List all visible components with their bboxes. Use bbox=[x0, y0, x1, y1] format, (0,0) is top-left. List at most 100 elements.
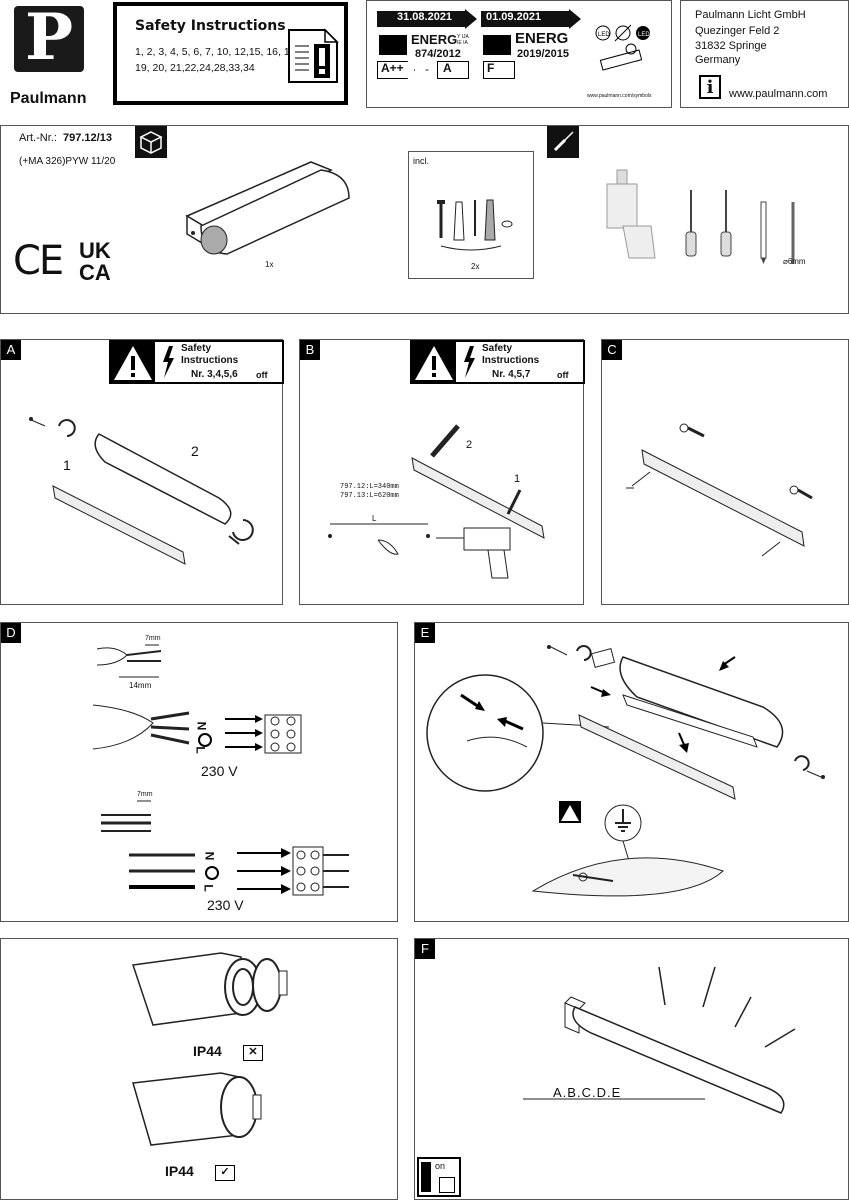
panel-a-label: A bbox=[1, 340, 21, 360]
panel-a-safety-box: Safety Instructions Nr. 3,4,5,6 off bbox=[109, 340, 284, 384]
class-box-f bbox=[483, 61, 515, 79]
panel-f-label: F bbox=[415, 939, 435, 959]
panel-f-illustration bbox=[523, 966, 796, 1114]
led-symbols-icon: LED LED bbox=[595, 24, 650, 71]
allowed-icon: ✓ bbox=[215, 1165, 235, 1181]
svg-text:2: 2 bbox=[191, 443, 199, 459]
panel-b-off: off bbox=[557, 370, 569, 380]
energy-label-box: 31.08.2021 01.09.2021 ENERG Y IJA IE IA … bbox=[366, 0, 672, 108]
panel-a-illustration: 1 2 bbox=[28, 417, 254, 565]
wires-bottom-icon bbox=[129, 853, 195, 889]
screwdriver-icon bbox=[553, 131, 574, 152]
svg-text:1: 1 bbox=[514, 473, 520, 485]
panel-f: F A.B.C.D.E on bbox=[414, 938, 849, 1200]
switch-icon bbox=[439, 1177, 455, 1193]
safety-instructions-box: Safety Instructions 1, 2, 3, 4, 5, 6, 7,… bbox=[113, 2, 348, 105]
panel-b-label: B bbox=[300, 340, 320, 360]
panel-d-N2: N bbox=[202, 851, 217, 861]
article-number: 797.12/13 bbox=[63, 132, 112, 144]
panel-c-illustration bbox=[626, 423, 813, 557]
article-prefix: Art.-Nr.: bbox=[19, 132, 57, 144]
company-street: Quezinger Feld 2 bbox=[695, 25, 780, 37]
pencil-icon bbox=[760, 201, 767, 264]
company-country: Germany bbox=[695, 54, 741, 66]
panel-a-safety-title1: Safety bbox=[181, 343, 212, 354]
panel-f-model-code: A.B.C.D.E bbox=[553, 1085, 622, 1100]
ip44-label-2: IP44 bbox=[165, 1163, 194, 1179]
warning-icon bbox=[412, 342, 456, 384]
panel-d: D 7mm 14mm N L 230 V 7mm N L bbox=[0, 622, 398, 922]
eu-suffix-old: Y IJA IE IA bbox=[457, 34, 469, 46]
date-new: 01.09.2021 bbox=[486, 11, 542, 23]
package-icon-box bbox=[135, 126, 167, 158]
exclamation-icon bbox=[421, 1162, 431, 1192]
panel-b-safety-title2: Instructions bbox=[482, 355, 540, 366]
lamp-quantity: 1x bbox=[265, 260, 274, 269]
company-url: www.paulmann.com bbox=[729, 88, 828, 100]
panel-a-safety-title2: Instructions bbox=[181, 355, 239, 366]
ip44-closed-illustration bbox=[132, 1072, 262, 1146]
company-box: Paulmann Licht GmbH Quezinger Feld 2 318… bbox=[680, 0, 849, 108]
energy-label-new: ENERG bbox=[515, 30, 569, 47]
regulation-old: 874/2012 bbox=[415, 48, 461, 60]
date-arrow-1 bbox=[377, 9, 477, 29]
panel-b-dim1: 797.12:L=340mm bbox=[340, 483, 399, 491]
panel-b-safety-title1: Safety bbox=[482, 343, 513, 354]
manual-warning-icon bbox=[288, 28, 339, 83]
logo-letter: P bbox=[24, 0, 74, 75]
package-icon bbox=[139, 131, 163, 154]
panel-d-label: D bbox=[1, 623, 21, 643]
screws-dowels-icon bbox=[437, 199, 513, 251]
panel-e-illustration bbox=[426, 645, 825, 897]
safety-numbers-line2: 19, 20, 21,22,24,28,33,34 bbox=[135, 62, 255, 74]
warning-icon bbox=[111, 342, 155, 384]
date-old: 31.08.2021 bbox=[397, 11, 453, 23]
lightning-icon bbox=[163, 346, 174, 378]
panel-b-illustration: 2 1 bbox=[328, 424, 545, 579]
paulmann-logo: P bbox=[14, 0, 84, 75]
panel-ip44: IP44 ✕ IP44 ✓ bbox=[0, 938, 398, 1200]
panel-d-L: L bbox=[193, 746, 208, 754]
panel-b-safety-box: Safety Instructions Nr. 4,5,7 off bbox=[410, 340, 585, 384]
header-logo-box: P Paulmann bbox=[0, 0, 107, 108]
screwdrivers-icon bbox=[685, 190, 732, 257]
panel-d-L2: L bbox=[201, 884, 216, 892]
svg-text:LED: LED bbox=[598, 32, 610, 38]
panel-d-N: N bbox=[194, 721, 209, 731]
eu-flag-icon-2 bbox=[483, 35, 511, 55]
ce-mark: CE bbox=[13, 238, 64, 284]
panel-d-ground-icon-2 bbox=[205, 866, 219, 880]
panel-d-strip1: 7mm bbox=[145, 635, 161, 642]
drill-icon bbox=[606, 169, 656, 259]
panel-b-dim2: 797.13:L=620mm bbox=[340, 492, 399, 500]
drill-bit-icon bbox=[791, 202, 795, 264]
class-dash: - bbox=[425, 62, 429, 76]
panel-e: E bbox=[414, 622, 849, 922]
ukca-bottom: CA bbox=[79, 260, 111, 285]
panel-c-label: C bbox=[602, 340, 622, 360]
regulation-new: 2019/2015 bbox=[517, 48, 569, 60]
lamp-illustration bbox=[185, 161, 350, 255]
ip44-label-1: IP44 bbox=[193, 1043, 222, 1059]
class-a: A bbox=[443, 61, 452, 75]
brand-name: Paulmann bbox=[10, 90, 87, 107]
safety-title: Safety Instructions bbox=[135, 18, 286, 34]
panel-c: C bbox=[601, 339, 849, 605]
included-label: incl. bbox=[413, 156, 430, 166]
svg-text:2: 2 bbox=[466, 439, 472, 451]
panel-b: B Safety Instructions Nr. 4,5,7 off 2 1 … bbox=[299, 339, 585, 605]
panel-b-length: L bbox=[372, 514, 377, 523]
class-f: F bbox=[487, 61, 495, 75]
panel-f-on: on bbox=[435, 1161, 446, 1171]
wire-strip-icon bbox=[101, 800, 151, 832]
svg-text:1: 1 bbox=[63, 457, 71, 473]
terminal-arrows-icon bbox=[225, 714, 302, 754]
cable-strip-top-icon bbox=[96, 644, 162, 678]
tools-icon-box bbox=[547, 126, 579, 158]
company-city: 31832 Springe bbox=[695, 40, 767, 52]
not-allowed-icon: ✕ bbox=[243, 1045, 263, 1061]
panel-d-strip2: 14mm bbox=[129, 681, 152, 690]
drill-size: ⌀6mm bbox=[783, 257, 806, 266]
ukca-top: UK bbox=[79, 238, 111, 263]
screws-quantity: 2x bbox=[471, 262, 480, 271]
